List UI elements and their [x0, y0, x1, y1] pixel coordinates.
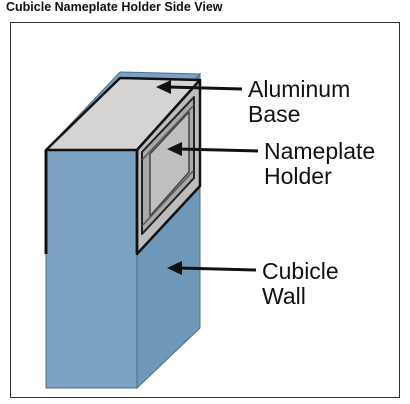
- cubicle-wall-label-line2: Wall: [262, 283, 306, 309]
- aluminum-base-arrow: [156, 80, 243, 94]
- nameplate-holder-rail-top: [141, 104, 195, 161]
- diagram-title: Cubicle Nameplate Holder Side View: [6, 0, 223, 14]
- cubicle-wall-front: [45, 149, 138, 389]
- nameplate-holder-rail-bottom: [141, 169, 195, 227]
- cubicle-wall-arrow: [167, 261, 257, 275]
- aluminum-base-label-line1: Aluminum: [248, 76, 350, 102]
- aluminum-base-label-line2: Base: [248, 101, 300, 127]
- cubicle-wall-label-line1: Cubicle: [262, 258, 339, 284]
- nameplate-holder-panel: [149, 111, 190, 217]
- nameplate-holder-label-line1: Nameplate: [264, 138, 375, 164]
- nameplate-holder-label-line2: Holder: [264, 163, 332, 189]
- nameplate-holder-arrow: [167, 142, 259, 156]
- diagram-frame: [10, 22, 400, 398]
